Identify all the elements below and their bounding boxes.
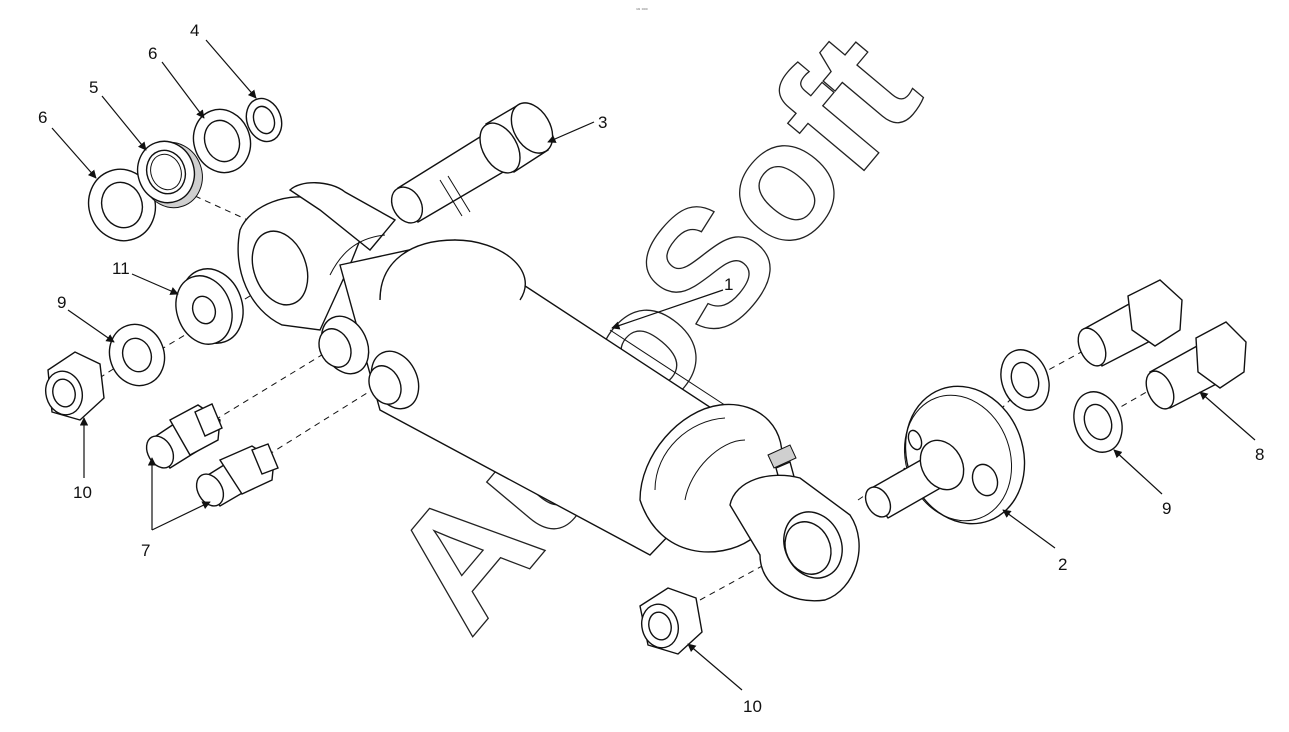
callout-6-upper: 6	[148, 44, 157, 63]
callout-5: 5	[89, 78, 98, 97]
part-8-bolt-lower	[1145, 321, 1247, 410]
part-1-cylinder	[237, 182, 860, 602]
callout-8: 8	[1255, 445, 1264, 464]
callout-3: 3	[598, 113, 607, 132]
part-7-fitting-upper	[145, 403, 223, 469]
part-6-spacer-outer	[87, 168, 157, 242]
part-6-spacer-inner	[192, 108, 252, 174]
part-5-bushing	[136, 140, 203, 209]
callout-7: 7	[141, 541, 150, 560]
part-2-flange-pin	[864, 385, 1026, 525]
part-10-nut-left	[45, 351, 105, 421]
part-8-bolt-upper	[1077, 279, 1183, 367]
callout-9-right: 9	[1162, 499, 1171, 518]
callouts: 1 2 3 4 5 6 6 7 8 9 9 10 10 11	[38, 21, 1264, 716]
part-10-nut-bottom	[639, 587, 703, 655]
callout-6-left: 6	[38, 108, 47, 127]
callout-10-left: 10	[73, 483, 92, 502]
callout-2: 2	[1058, 555, 1067, 574]
callout-10-bottom: 10	[743, 697, 762, 716]
part-9-washer-right-lower	[1073, 391, 1123, 453]
part-9-washer-left	[108, 323, 166, 387]
part-3-pin	[390, 102, 554, 224]
callout-11: 11	[112, 259, 130, 278]
leader-lines	[51, 39, 1256, 691]
callout-1: 1	[724, 275, 733, 294]
part-7-fitting-lower	[195, 443, 279, 507]
callout-4: 4	[190, 21, 199, 40]
callout-9-left: 9	[57, 293, 66, 312]
part-9-washer-right-upper	[1000, 349, 1050, 411]
part-11-bushing	[175, 268, 244, 345]
header-mark: ¹⁹ ⁰⁰⁰	[636, 8, 648, 14]
part-4-ring	[245, 97, 283, 143]
